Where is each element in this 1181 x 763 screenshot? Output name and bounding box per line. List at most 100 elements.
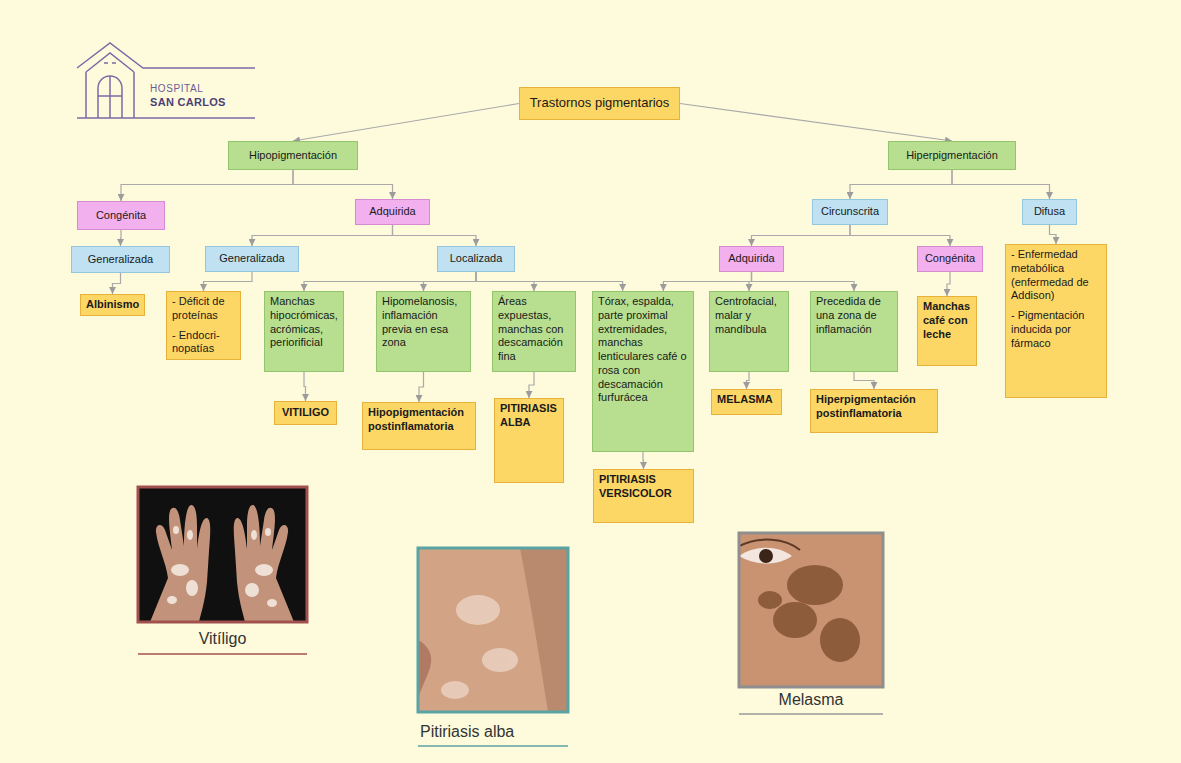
caption-underline xyxy=(739,713,883,715)
connector xyxy=(204,272,253,291)
connector xyxy=(529,372,534,398)
connector xyxy=(293,104,519,142)
node-text: Adquirida xyxy=(725,252,778,266)
node-text: Adquirida xyxy=(361,205,424,219)
extent-box: Localizada xyxy=(437,246,515,272)
origin-box: Congénita xyxy=(917,246,983,272)
node-text: Hipomelanosis, inflamación previa en esa… xyxy=(382,295,465,350)
pale-patches xyxy=(441,595,518,699)
logo-text: HOSPITAL xyxy=(150,83,204,95)
connector xyxy=(752,225,851,246)
logo-inner-roof xyxy=(86,53,134,72)
node-text: Precedida de una zona de inflamación xyxy=(816,295,892,336)
hair-shadow xyxy=(520,548,568,712)
eyelid xyxy=(739,540,800,550)
hand xyxy=(234,505,294,622)
diagnosis-box: MELASMA xyxy=(711,389,782,415)
hospital-logo xyxy=(77,43,255,118)
caption-underline xyxy=(418,745,568,747)
photo-caption: Melasma xyxy=(739,691,883,709)
node-text: - Déficit de proteínas xyxy=(172,295,235,323)
photo-caption: Pitiriasis alba xyxy=(420,723,514,741)
connector xyxy=(850,170,952,199)
extent-box: Generalizada xyxy=(71,246,170,273)
description-box: Manchas hipocrómicas, acrómicas, periori… xyxy=(264,291,344,372)
connector xyxy=(120,230,122,246)
connector xyxy=(747,372,750,389)
connector xyxy=(1050,225,1057,244)
diagnosis-box: Albinismo xyxy=(80,294,145,316)
connector xyxy=(293,170,393,199)
logo-door-bar xyxy=(98,95,122,97)
origin-box: Adquirida xyxy=(355,199,430,225)
hand xyxy=(150,505,210,622)
connector xyxy=(419,372,424,402)
node-text: Localizada xyxy=(443,252,509,266)
connector xyxy=(393,225,477,246)
photo-ground xyxy=(138,487,307,622)
node-text: Manchas café con leche xyxy=(923,300,971,341)
node-text: MELASMA xyxy=(717,393,776,407)
node-text: Tórax, espalda, parte proximal extremida… xyxy=(598,295,688,405)
node-text: - Endocri- nopatías xyxy=(172,329,235,357)
node-text: Albinismo xyxy=(86,298,139,312)
node-text: Hiperpigmentación xyxy=(894,149,1010,163)
node-text: Centrofacial, malar y mandíbula xyxy=(715,295,783,336)
node-text: Hipopigmentación postinflamatoria xyxy=(368,406,470,434)
connector xyxy=(424,272,477,291)
description-box: Hipomelanosis, inflamación previa en esa… xyxy=(376,291,471,372)
melasma-photo xyxy=(739,533,883,687)
diagnosis-box: Hipopigmentación postinflamatoria xyxy=(362,402,476,450)
connector xyxy=(252,225,393,246)
extent-box: Generalizada xyxy=(205,246,299,272)
node-text: Generalizada xyxy=(211,252,293,266)
depigmented-patches xyxy=(167,526,277,607)
diagnosis-box: PITIRIASIS VERSICOLOR xyxy=(593,469,694,523)
connector xyxy=(304,272,476,291)
connector xyxy=(850,225,950,246)
diagnosis-box: PITIRIASIS ALBA xyxy=(494,398,564,483)
photo-ground xyxy=(418,548,568,712)
logo-underline xyxy=(77,117,255,119)
description-box: Centrofacial, malar y mandíbula xyxy=(709,291,789,372)
diagnosis-box: Manchas café con leche xyxy=(917,296,977,366)
node-text: Trastornos pigmentarios xyxy=(525,95,674,111)
node-text: Hipopigmentación xyxy=(234,149,352,163)
origin-box: Adquirida xyxy=(719,246,784,272)
logo-wall xyxy=(85,72,87,118)
connector xyxy=(663,272,751,291)
connector xyxy=(854,372,874,389)
logo-wall xyxy=(133,72,135,118)
node-text: Áreas expuestas, manchas con descamación… xyxy=(498,295,570,364)
connector xyxy=(113,273,121,294)
diagnosis-box: - Enfermedad metabólica (enfermedad de A… xyxy=(1005,244,1107,398)
connector xyxy=(476,272,623,291)
node-text: PITIRIASIS VERSICOLOR xyxy=(599,473,688,501)
diagnosis-box: Hiperpigmentación postinflamatoria xyxy=(810,389,938,433)
node-text: Manchas hipocrómicas, acrómicas, periori… xyxy=(270,295,338,350)
node-text: - Pigmentación inducida por fármaco xyxy=(1011,309,1101,350)
connector xyxy=(680,104,952,142)
vitiligo-photo xyxy=(138,487,307,622)
node-text: - Enfermedad metabólica (enfermedad de A… xyxy=(1011,248,1101,303)
connector xyxy=(304,372,306,401)
node-text: Congénita xyxy=(923,252,977,266)
category-box: Hipopigmentación xyxy=(228,141,358,170)
extent-box: Circunscrita xyxy=(812,199,888,225)
logo-text: SAN CARLOS xyxy=(150,96,226,109)
lip xyxy=(418,640,431,700)
photo-caption: Vitíligo xyxy=(138,630,307,648)
logo-roof xyxy=(77,43,255,68)
node-text: Generalizada xyxy=(77,253,164,267)
description-box: Tórax, espalda, parte proximal extremida… xyxy=(592,291,694,452)
description-box: Áreas expuestas, manchas con descamación… xyxy=(492,291,576,372)
node-text: PITIRIASIS ALBA xyxy=(500,402,558,430)
title-box: Trastornos pigmentarios xyxy=(519,87,680,120)
photo-ground xyxy=(739,533,883,687)
caption-underline xyxy=(138,653,307,655)
node-text: Circunscrita xyxy=(818,205,882,219)
diagnosis-box: VITILIGO xyxy=(274,401,337,425)
connector xyxy=(642,452,644,469)
logo-dash xyxy=(104,62,108,64)
